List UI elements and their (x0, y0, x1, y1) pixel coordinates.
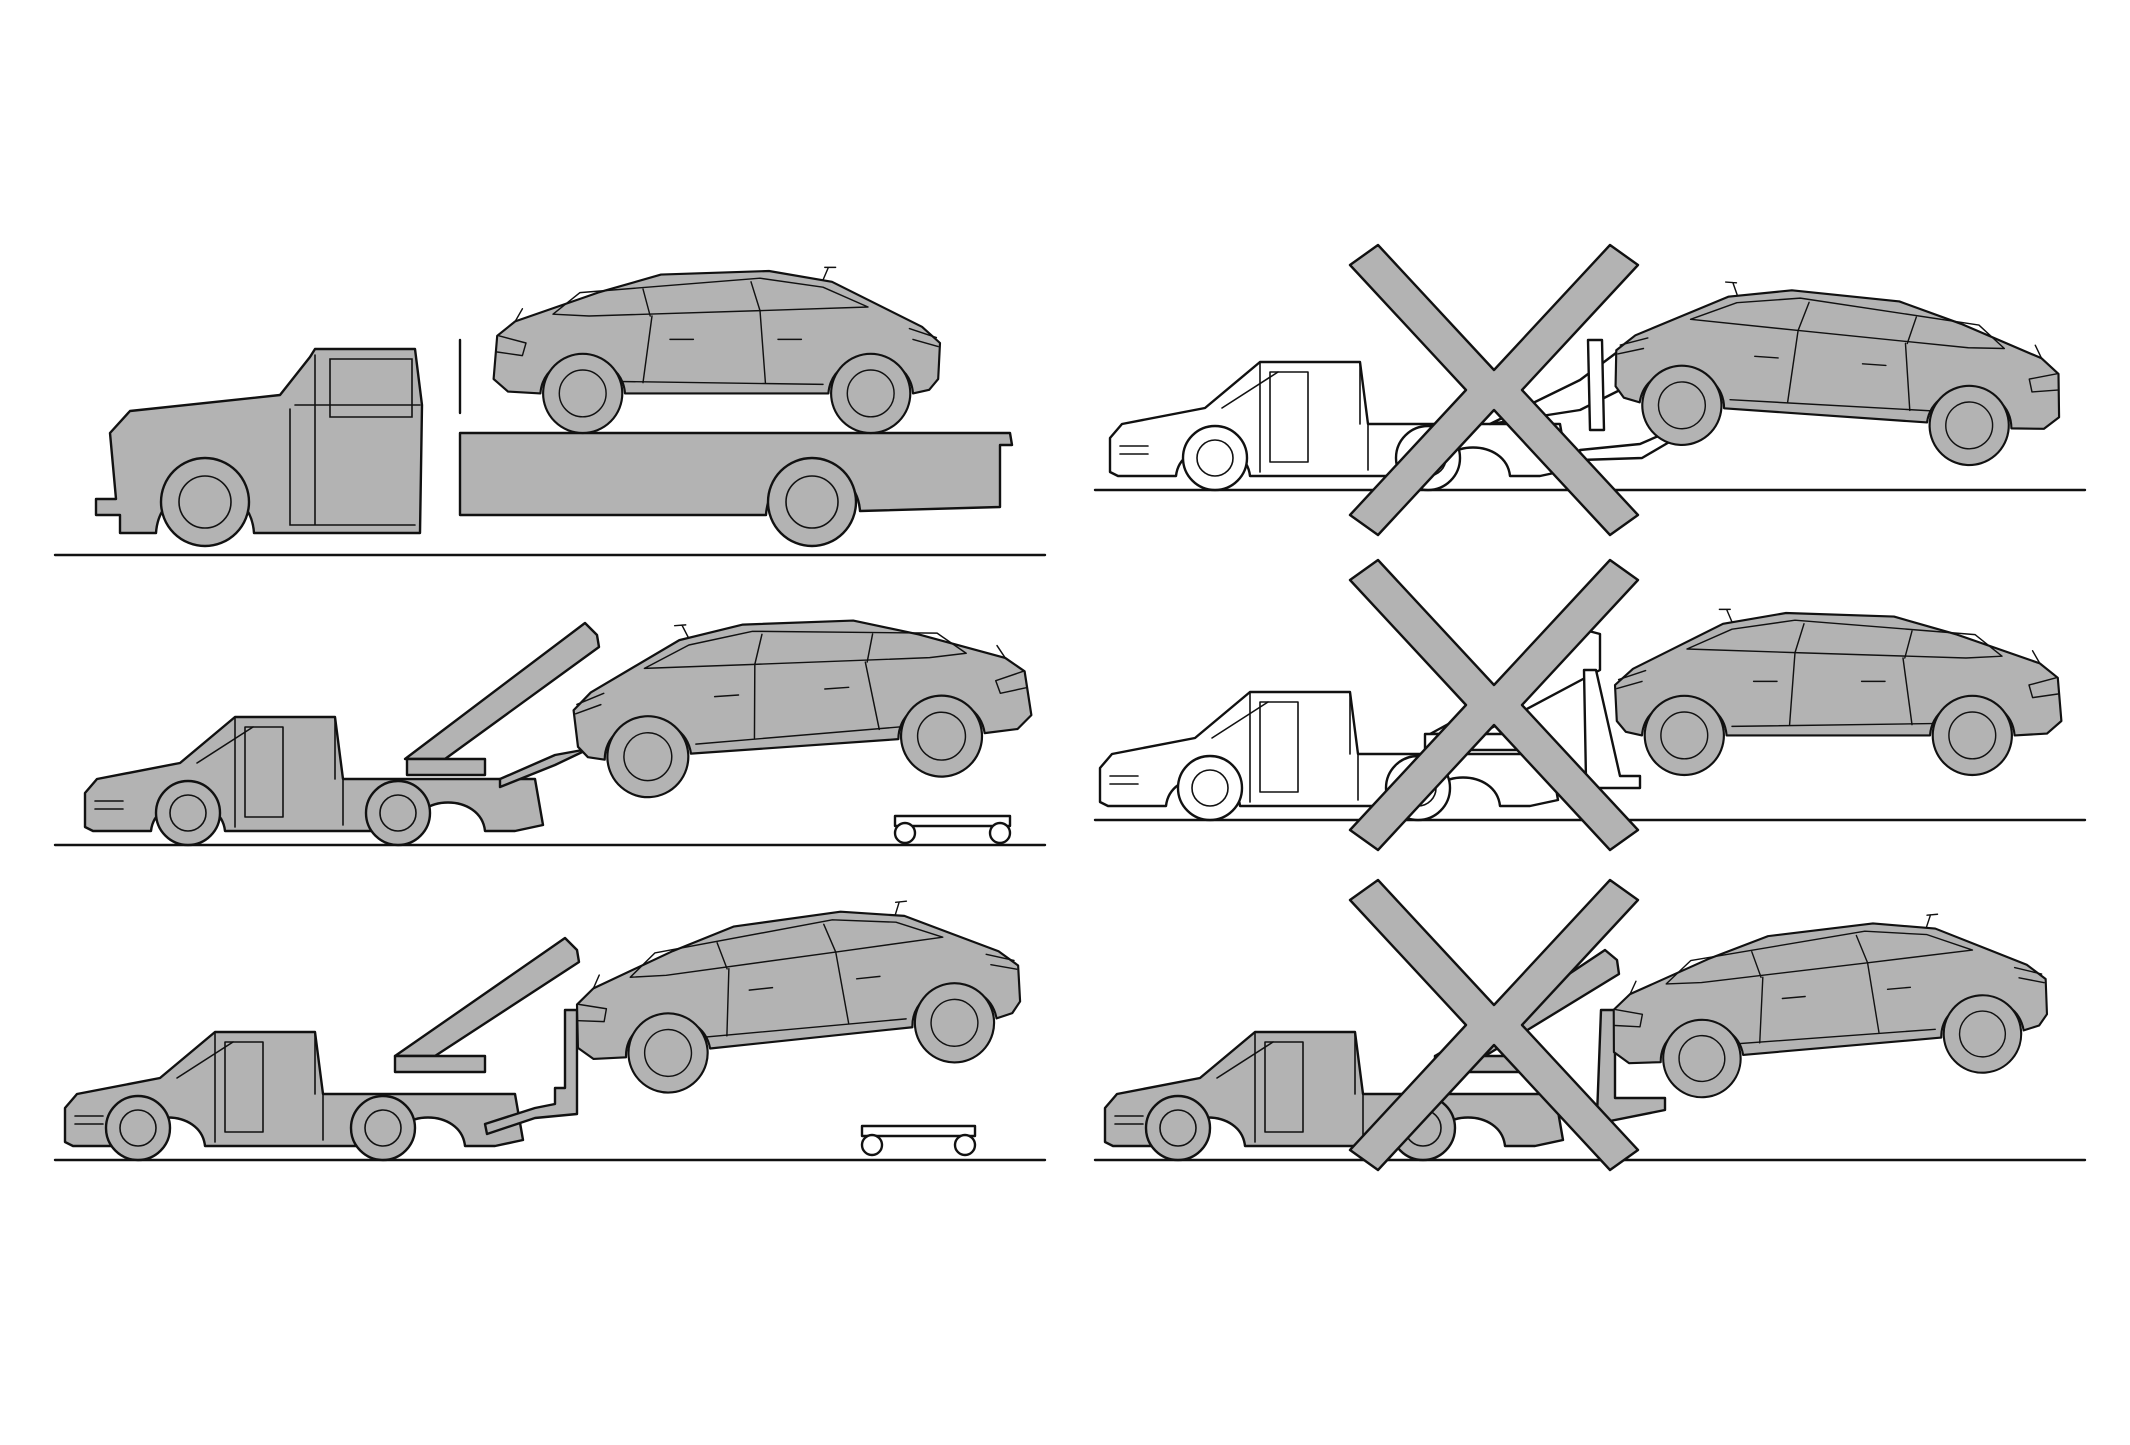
tow-dolly (893, 814, 1012, 845)
tow-truck (63, 936, 581, 1162)
suv-towed (1611, 273, 2068, 469)
prohibited-x-icon (1348, 878, 1640, 1172)
wheel (159, 456, 251, 548)
scene-wheel-lift-rear-no-dollies (1103, 878, 2052, 1172)
scene-flatbed-tow (94, 266, 1014, 548)
scene-wheel-lift-front-dollies (83, 600, 1034, 847)
suv-towed (567, 600, 1034, 801)
tow-truck (83, 621, 627, 847)
suv-towed (565, 889, 1025, 1098)
scene-wheel-lift-no-dollies (1098, 558, 2063, 852)
prohibited-x-icon (1348, 558, 1640, 852)
scene-wheel-lift-rear-dollies (63, 889, 1025, 1162)
wheel (766, 456, 858, 548)
scene-sling-tow-front-lifted (1108, 243, 2068, 537)
suv-towed (1613, 608, 2063, 777)
suv-on-flatbed (492, 266, 942, 435)
suv-towed (1603, 904, 2052, 1102)
tow-dolly (860, 1124, 977, 1157)
prohibited-x-icon (1348, 243, 1640, 537)
